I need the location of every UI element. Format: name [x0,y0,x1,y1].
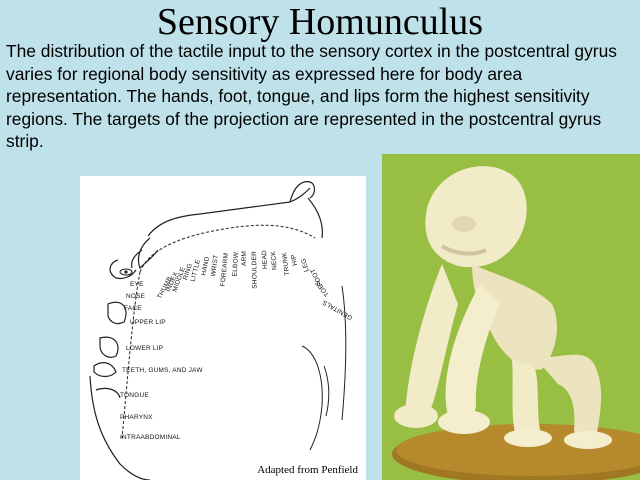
label-hand: HAND [200,256,211,276]
label-lower-lip: LOWER LIP [126,345,163,352]
label-upper-lip: UPPER LIP [130,319,166,326]
label-tongue: TONGUE [120,392,149,399]
label-arm: ARM [241,251,248,266]
label-forearm: FOREARM [219,252,230,286]
label-intraabdominal: INTRAABDOMINAL [120,434,181,441]
label-eye: EYE [130,281,144,288]
description-paragraph: The distribution of the tactile input to… [6,41,617,152]
label-teeth-gums-jaw: TEETH, GUMS, AND JAW [122,367,203,374]
label-face: FACE [124,305,142,312]
label-nose: NOSE [126,293,146,300]
label-trunk: TRUNK [281,251,291,276]
label-leg: LEG [300,257,310,272]
diagram-credit: Adapted from Penfield [257,464,358,476]
label-shoulder: SHOULDER [251,251,259,289]
label-hip: HIP [290,254,299,267]
label-little: LITTLE [190,258,202,282]
label-ring: RING [182,263,194,281]
label-head: HEAD [261,250,269,269]
model-figure [382,154,640,480]
label-genitals: GENITALS [321,298,354,321]
slide-title: Sensory Homunculus [156,1,484,43]
label-neck: NECK [270,250,279,270]
homunculus-model-photo [382,154,640,480]
label-elbow: ELBOW [232,251,240,276]
label-pharynx: PHARYNX [120,414,153,421]
label-wrist: WRIST [210,254,220,277]
